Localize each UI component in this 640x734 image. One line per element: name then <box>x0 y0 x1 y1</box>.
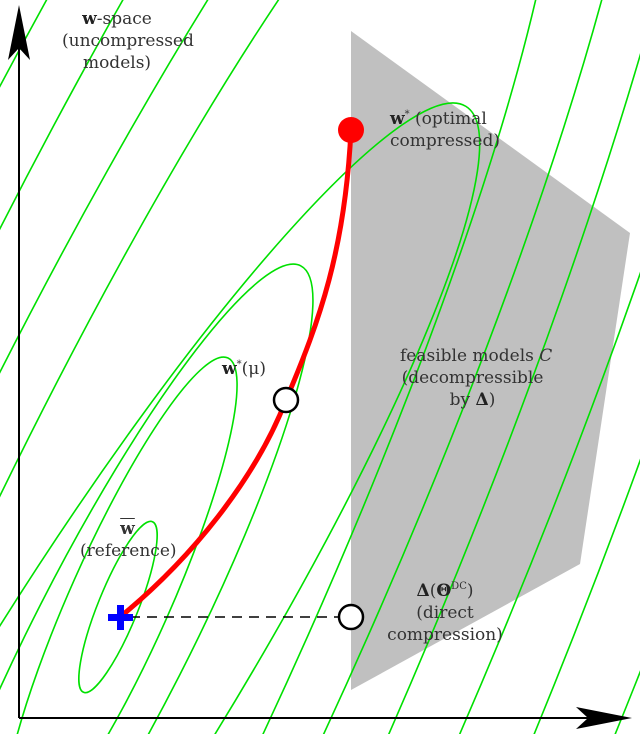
direct-compression-label: Δ(ΘDC) (direct compression) <box>385 580 505 646</box>
direct-compression-line3: compression) <box>387 625 503 645</box>
feasible-line3-suffix: ) <box>488 390 496 410</box>
w-symbol: w <box>390 109 405 129</box>
dc-sup: DC <box>451 581 467 592</box>
star-sup: * <box>236 359 242 370</box>
w-star-label: w* (optimal compressed) <box>390 108 500 152</box>
w-star-marker <box>338 117 364 143</box>
feasible-line1: feasible models <box>400 346 540 366</box>
w-bar-symbol: w <box>120 519 135 539</box>
w-space-line3: models) <box>82 53 152 73</box>
feasible-models-label: feasible models C (decompressible by Δ) <box>400 345 552 411</box>
mu-arg: (μ) <box>241 359 266 379</box>
w-star-suffix: (optimal <box>409 109 487 129</box>
reference-plus-icon <box>108 605 133 630</box>
w-star-mu-label: w*(μ) <box>222 358 266 380</box>
delta-symbol: Δ <box>475 390 489 410</box>
x-axis-arrow-icon <box>576 707 632 729</box>
theta-symbol: Θ <box>436 581 452 601</box>
w-space-label: w-space (uncompressed models) <box>62 8 194 74</box>
w-star-mu-marker <box>272 386 300 414</box>
w-space-line2: (uncompressed <box>62 31 194 51</box>
contour-2 <box>2 356 238 734</box>
reference-line2: (reference) <box>80 541 177 561</box>
feasible-line3-prefix: by <box>449 390 476 410</box>
contour-3 <box>0 263 314 734</box>
w-symbol: w <box>222 359 237 379</box>
direct-compression-line2: (direct <box>416 603 474 623</box>
y-axis-arrow-icon <box>8 5 30 60</box>
w-symbol: w <box>82 9 97 29</box>
w-star-line2: compressed) <box>390 131 500 151</box>
paren-close: ) <box>466 581 474 601</box>
delta-symbol: Δ <box>416 581 430 601</box>
axes <box>8 5 632 729</box>
contour-1 <box>78 520 158 694</box>
set-symbol: C <box>539 346 553 366</box>
reference-label: w (reference) <box>80 518 177 562</box>
star-sup: * <box>404 109 410 120</box>
direct-compression-marker <box>337 603 365 631</box>
feasible-line2: (decompressible <box>401 368 544 388</box>
feasible-region <box>351 31 630 690</box>
contour-4 <box>0 102 481 734</box>
w-space-suffix: -space <box>96 9 152 29</box>
paren-open: ( <box>429 581 437 601</box>
